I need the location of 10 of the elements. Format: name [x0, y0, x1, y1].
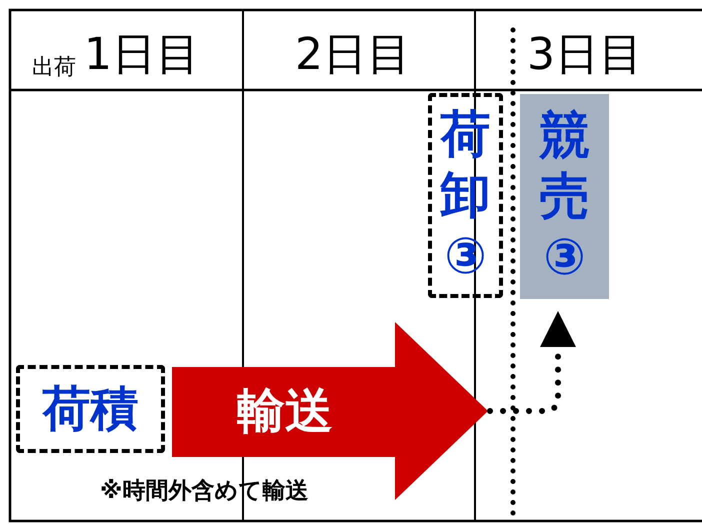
- day-header: 3日目: [527, 33, 643, 77]
- day-header: 出荷: [32, 57, 76, 79]
- auction-step-box: [520, 94, 609, 299]
- dotted-arrow: [487, 311, 576, 414]
- step-label: 荷積: [42, 380, 138, 439]
- step-label: 競売③: [538, 105, 590, 288]
- step-label: 輸送: [237, 382, 333, 441]
- dashed-step-box: [16, 365, 165, 453]
- day-header: 2日目: [295, 33, 411, 77]
- day-header: 1日目: [84, 33, 200, 77]
